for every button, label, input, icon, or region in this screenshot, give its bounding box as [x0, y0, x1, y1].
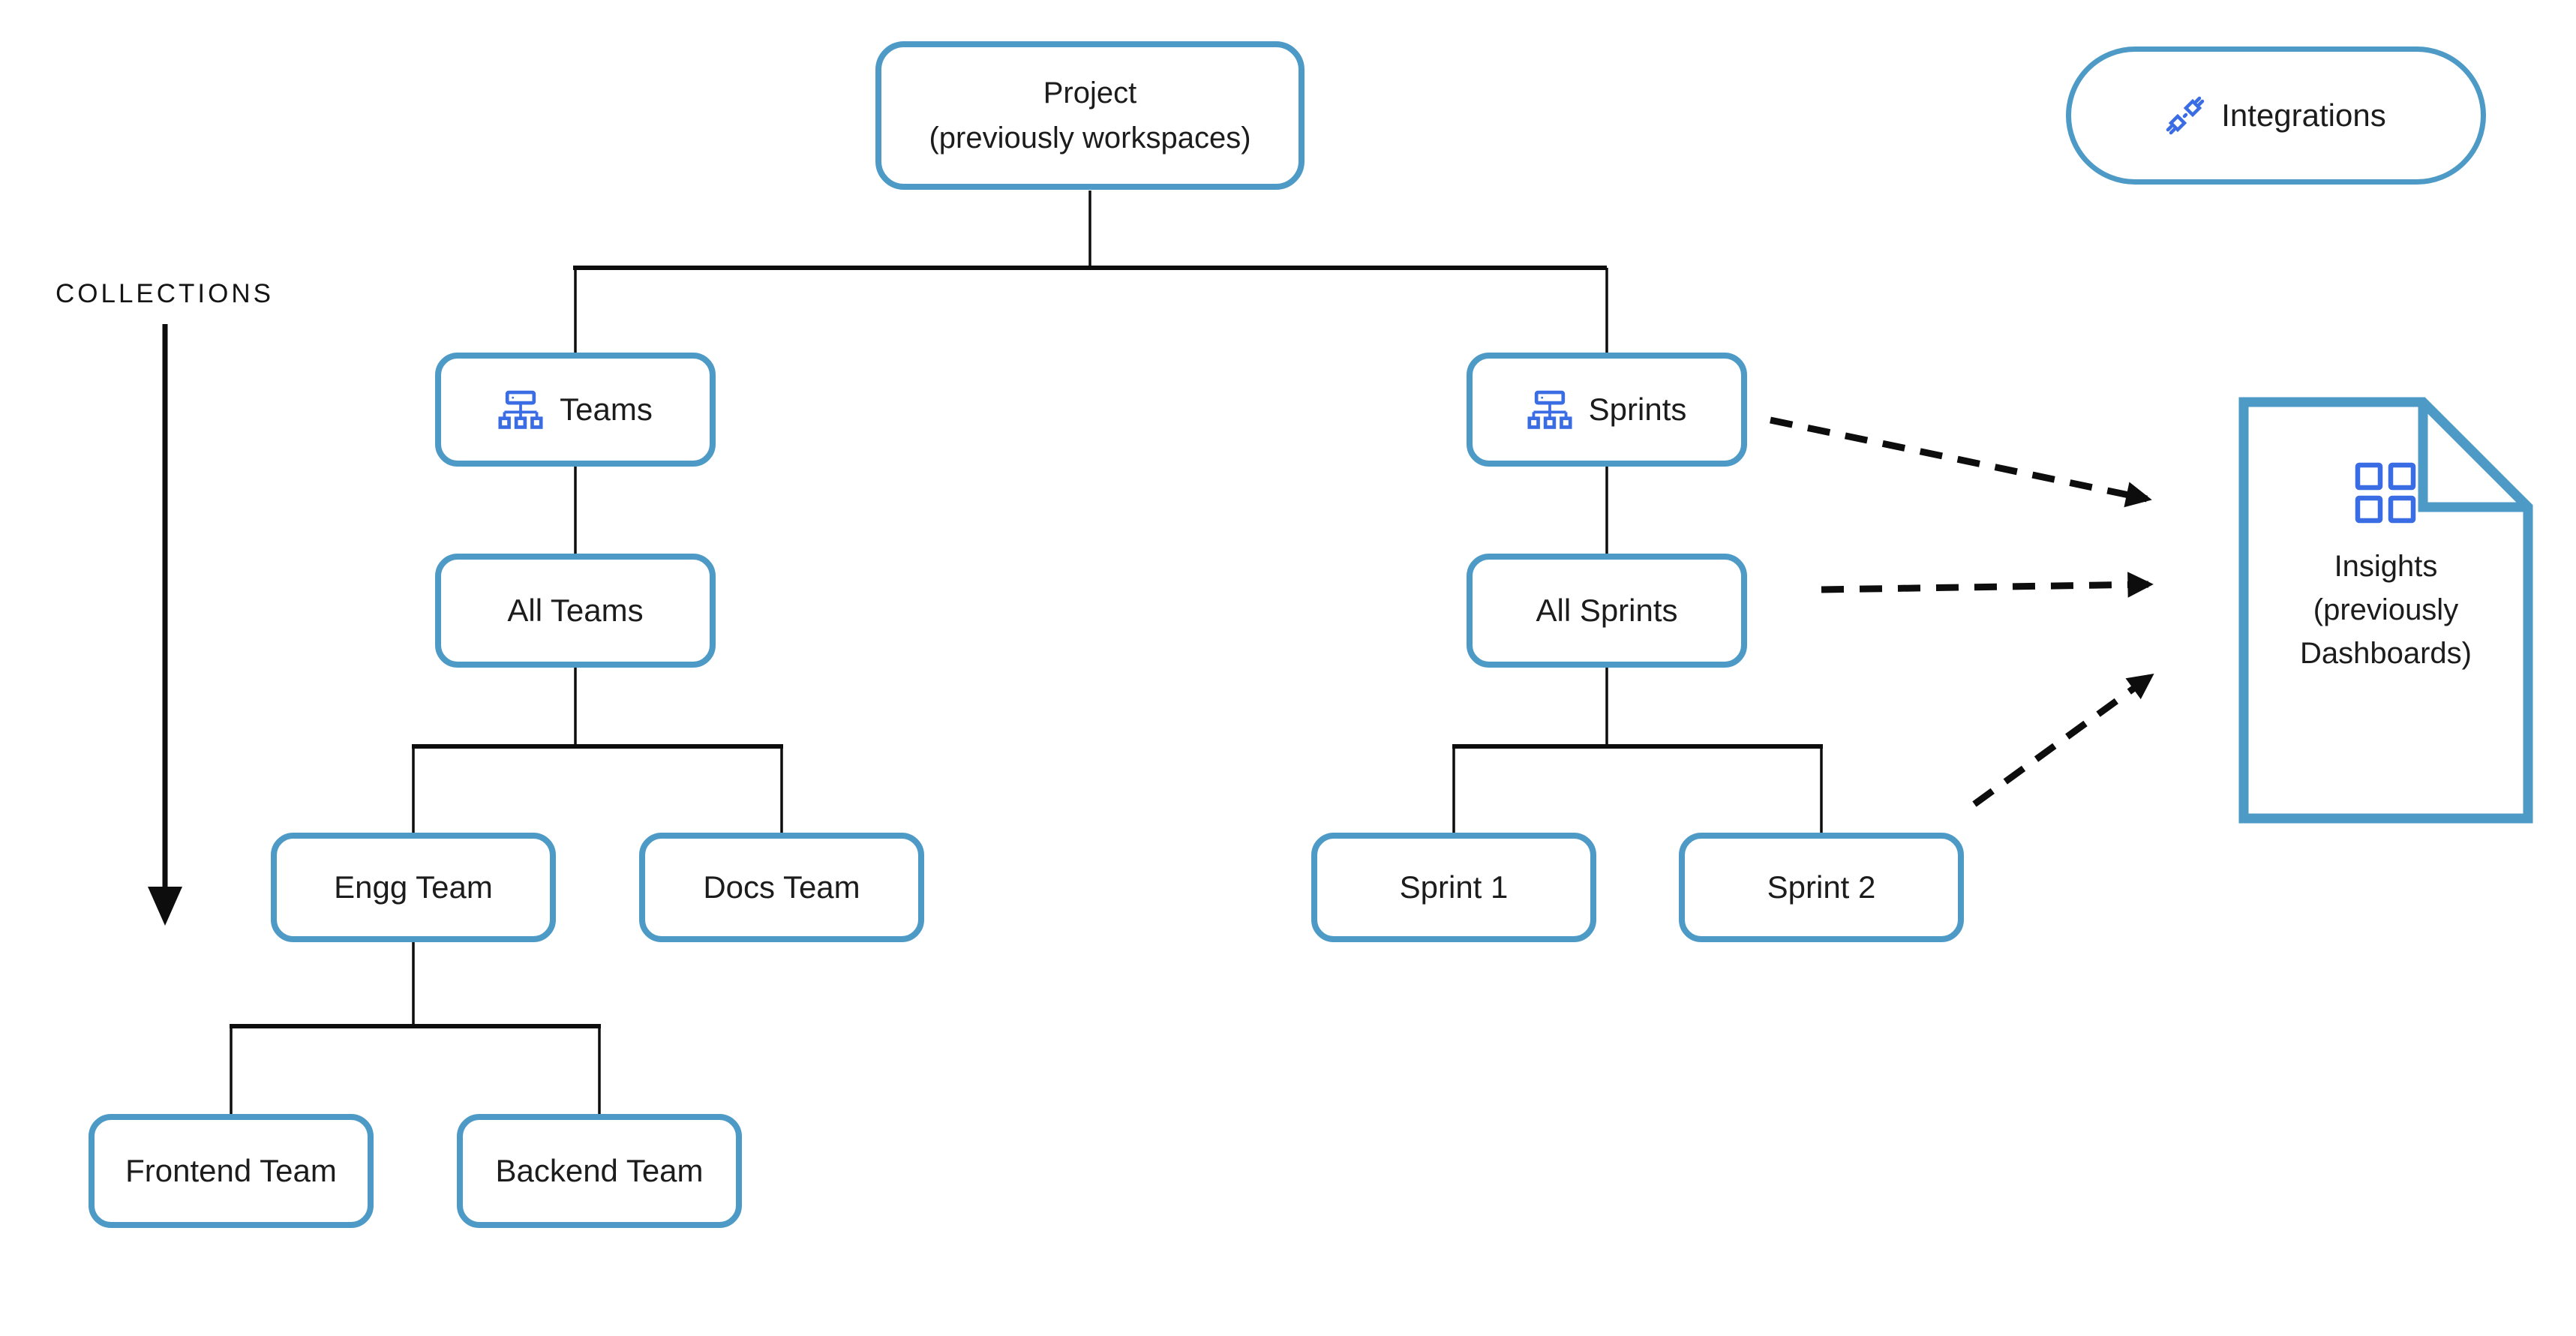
insights-label-line2: (previously [2313, 593, 2459, 626]
dashed-arrow-sprint2-insights [1972, 673, 2154, 807]
project-label-line1: Project [1043, 77, 1137, 110]
project-label-line2: (previously workspaces) [929, 122, 1251, 155]
node-backend-team: Backend Team [457, 1114, 742, 1228]
dashed-arrow-sprints-insights [1770, 416, 2152, 508]
collections-label: COLLECTIONS [56, 279, 274, 308]
node-teams: Teams [435, 353, 716, 467]
node-project: Project (previously workspaces) [875, 41, 1305, 190]
node-frontend-team: Frontend Team [89, 1114, 374, 1228]
insights-label-line3: Dashboards) [2299, 637, 2472, 670]
collections-arrowhead [148, 887, 182, 926]
backend-team-label: Backend Team [495, 1152, 704, 1188]
org-hierarchy-icon [1527, 390, 1572, 430]
dashed-arrows [1770, 416, 2154, 807]
node-sprint-2: Sprint 2 [1679, 833, 1964, 942]
sprint-1-label: Sprint 1 [1399, 869, 1509, 905]
plug-connection-icon [2166, 96, 2205, 135]
insights-label-line1: Insights [2334, 550, 2438, 583]
node-sprints: Sprints [1467, 353, 1747, 467]
all-sprints-label: All Sprints [1536, 592, 1678, 628]
dashboard-grid-icon [2355, 462, 2416, 524]
collections-arrow [148, 324, 182, 926]
docs-team-label: Docs Team [703, 869, 860, 905]
node-engg-team: Engg Team [271, 833, 556, 942]
tree-connectors [230, 191, 1823, 1114]
frontend-team-label: Frontend Team [125, 1152, 337, 1188]
node-all-sprints: All Sprints [1467, 554, 1747, 668]
node-integrations: Integrations [2066, 47, 2486, 185]
node-sprint-1: Sprint 1 [1311, 833, 1596, 942]
insights-document [2238, 397, 2533, 824]
node-all-teams: All Teams [435, 554, 716, 668]
insights-folded-corner [2418, 405, 2525, 512]
engg-team-label: Engg Team [334, 869, 493, 905]
all-teams-label: All Teams [507, 592, 644, 628]
integrations-label: Integrations [2221, 97, 2386, 133]
insights-label: Insights (previously Dashboards) [2244, 545, 2528, 675]
teams-label: Teams [560, 391, 653, 427]
node-docs-team: Docs Team [639, 833, 924, 942]
org-hierarchy-icon [498, 390, 543, 430]
sprints-label: Sprints [1588, 391, 1687, 427]
sprint-2-label: Sprint 2 [1767, 869, 1876, 905]
dashed-arrow-allsprints-insights [1821, 572, 2154, 598]
